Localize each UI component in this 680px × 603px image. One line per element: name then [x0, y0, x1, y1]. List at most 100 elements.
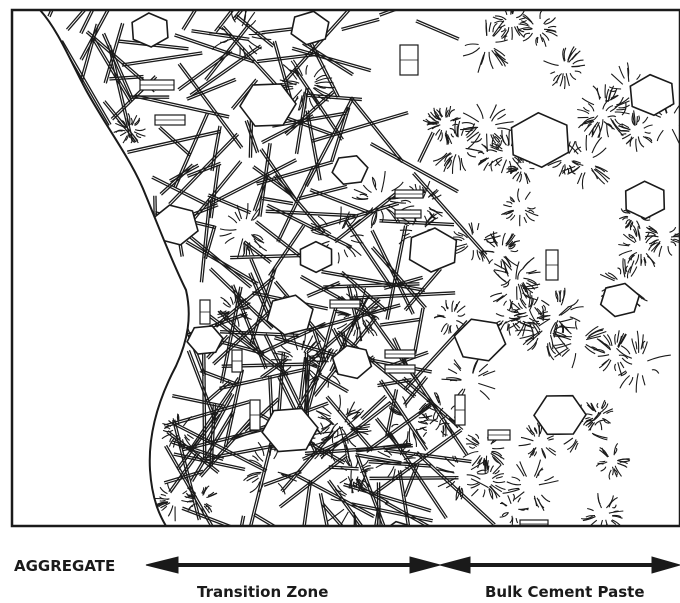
gel-fibre: [644, 232, 650, 240]
gel-fibre: [569, 440, 578, 453]
gel-fibre: [581, 515, 593, 520]
gel-fibre: [495, 313, 505, 317]
gel-fibre: [531, 342, 538, 351]
gel-fibre: [462, 47, 481, 57]
needle-edge: [384, 277, 424, 291]
gel-fibre: [523, 277, 537, 284]
gel-fibre: [560, 306, 573, 316]
needle-edge: [121, 53, 203, 67]
needle-edge: [415, 308, 425, 354]
needle-edge: [262, 196, 294, 204]
needle-crystal: [207, 193, 252, 215]
gel-fibre: [135, 134, 142, 139]
needle-edge: [273, 175, 324, 234]
gel-fibre: [594, 168, 611, 180]
gel-fibre: [381, 460, 387, 463]
needle-crystal: [365, 403, 432, 453]
needle-crystal: [317, 373, 349, 394]
gel-fibre: [349, 408, 362, 415]
gel-fibre: [334, 486, 342, 493]
gel-fibre: [602, 417, 611, 424]
gel-fibre: [435, 466, 454, 473]
hexagonal-crystal: [266, 294, 314, 336]
gel-fibre: [529, 447, 537, 458]
gel-fibre: [320, 422, 332, 430]
gel-fibre: [486, 240, 495, 244]
gel-fibre: [493, 47, 506, 57]
gel-fibre: [248, 242, 255, 257]
gel-fibre: [445, 107, 448, 117]
needle-edge: [203, 225, 215, 259]
gel-fibre: [352, 481, 356, 488]
needle-edge: [276, 166, 314, 242]
needle-crystal: [181, 506, 234, 526]
needle-edge: [121, 51, 203, 65]
gel-fibre: [597, 354, 610, 357]
needle-edge: [419, 132, 435, 163]
gel-fibre: [257, 441, 265, 456]
gel-fibre: [489, 292, 503, 298]
gel-fibre: [500, 278, 511, 286]
gel-fibre: [245, 243, 248, 257]
gel-fibre: [347, 456, 353, 468]
gel-fibre: [618, 125, 627, 129]
gel-fibre: [476, 469, 487, 473]
gel-fibre: [599, 447, 608, 456]
needle-edge: [205, 392, 233, 442]
gel-fibre: [129, 136, 133, 144]
needle-crystal: [261, 196, 294, 206]
gel-fibre: [543, 60, 559, 66]
gel-fibre: [368, 326, 378, 336]
gel-fibre: [402, 232, 410, 237]
gel-fibre: [159, 496, 170, 500]
needle-edge: [304, 480, 313, 526]
gel-fibre: [614, 363, 617, 372]
needle-crystal: [79, 10, 95, 35]
gel-fibre: [251, 36, 272, 41]
gel-fibre: [575, 141, 582, 153]
gel-fibre: [630, 251, 638, 261]
needle-edge: [164, 471, 204, 485]
gel-fibre: [353, 329, 356, 337]
gel-fibre: [352, 413, 362, 421]
gel-fibre: [475, 433, 480, 439]
gel-fibre: [492, 231, 498, 244]
needle-edge: [310, 203, 400, 232]
needle-edge: [261, 148, 299, 202]
gel-fibre: [457, 155, 462, 171]
gel-fibre: [563, 437, 574, 445]
gel-fibre: [555, 290, 559, 301]
gel-fibre: [134, 117, 141, 125]
gel-fibre: [333, 309, 351, 316]
gel-fibre: [449, 324, 452, 334]
gel-fibre: [362, 319, 367, 329]
needle-crystal: [126, 129, 222, 154]
needle-edge: [79, 10, 92, 34]
needle-crystal: [291, 46, 372, 73]
gel-fibre: [596, 402, 599, 409]
gel-fibre: [495, 121, 514, 126]
gel-fibre: [125, 134, 129, 141]
gel-cluster: [388, 396, 439, 449]
gel-fibre: [160, 493, 167, 497]
gel-fibre: [528, 271, 541, 275]
gel-fibre: [488, 488, 494, 500]
gel-fibre: [621, 123, 630, 129]
gel-fibre: [582, 419, 592, 426]
gel-fibre: [591, 169, 599, 180]
gel-fibre: [432, 152, 448, 162]
gel-cluster: [400, 180, 443, 226]
gel-fibre: [482, 489, 486, 498]
gel-fibre: [130, 134, 135, 143]
gel-fibre: [186, 487, 198, 498]
needle-edge: [303, 41, 354, 75]
gel-fibre: [674, 232, 680, 235]
gel-fibre: [310, 91, 321, 110]
gel-fibre: [529, 167, 535, 170]
gel-fibre: [516, 463, 525, 477]
needle-edge: [416, 451, 496, 525]
needle-edge: [256, 162, 334, 186]
gel-fibre: [556, 73, 562, 84]
gel-fibre: [507, 487, 520, 491]
